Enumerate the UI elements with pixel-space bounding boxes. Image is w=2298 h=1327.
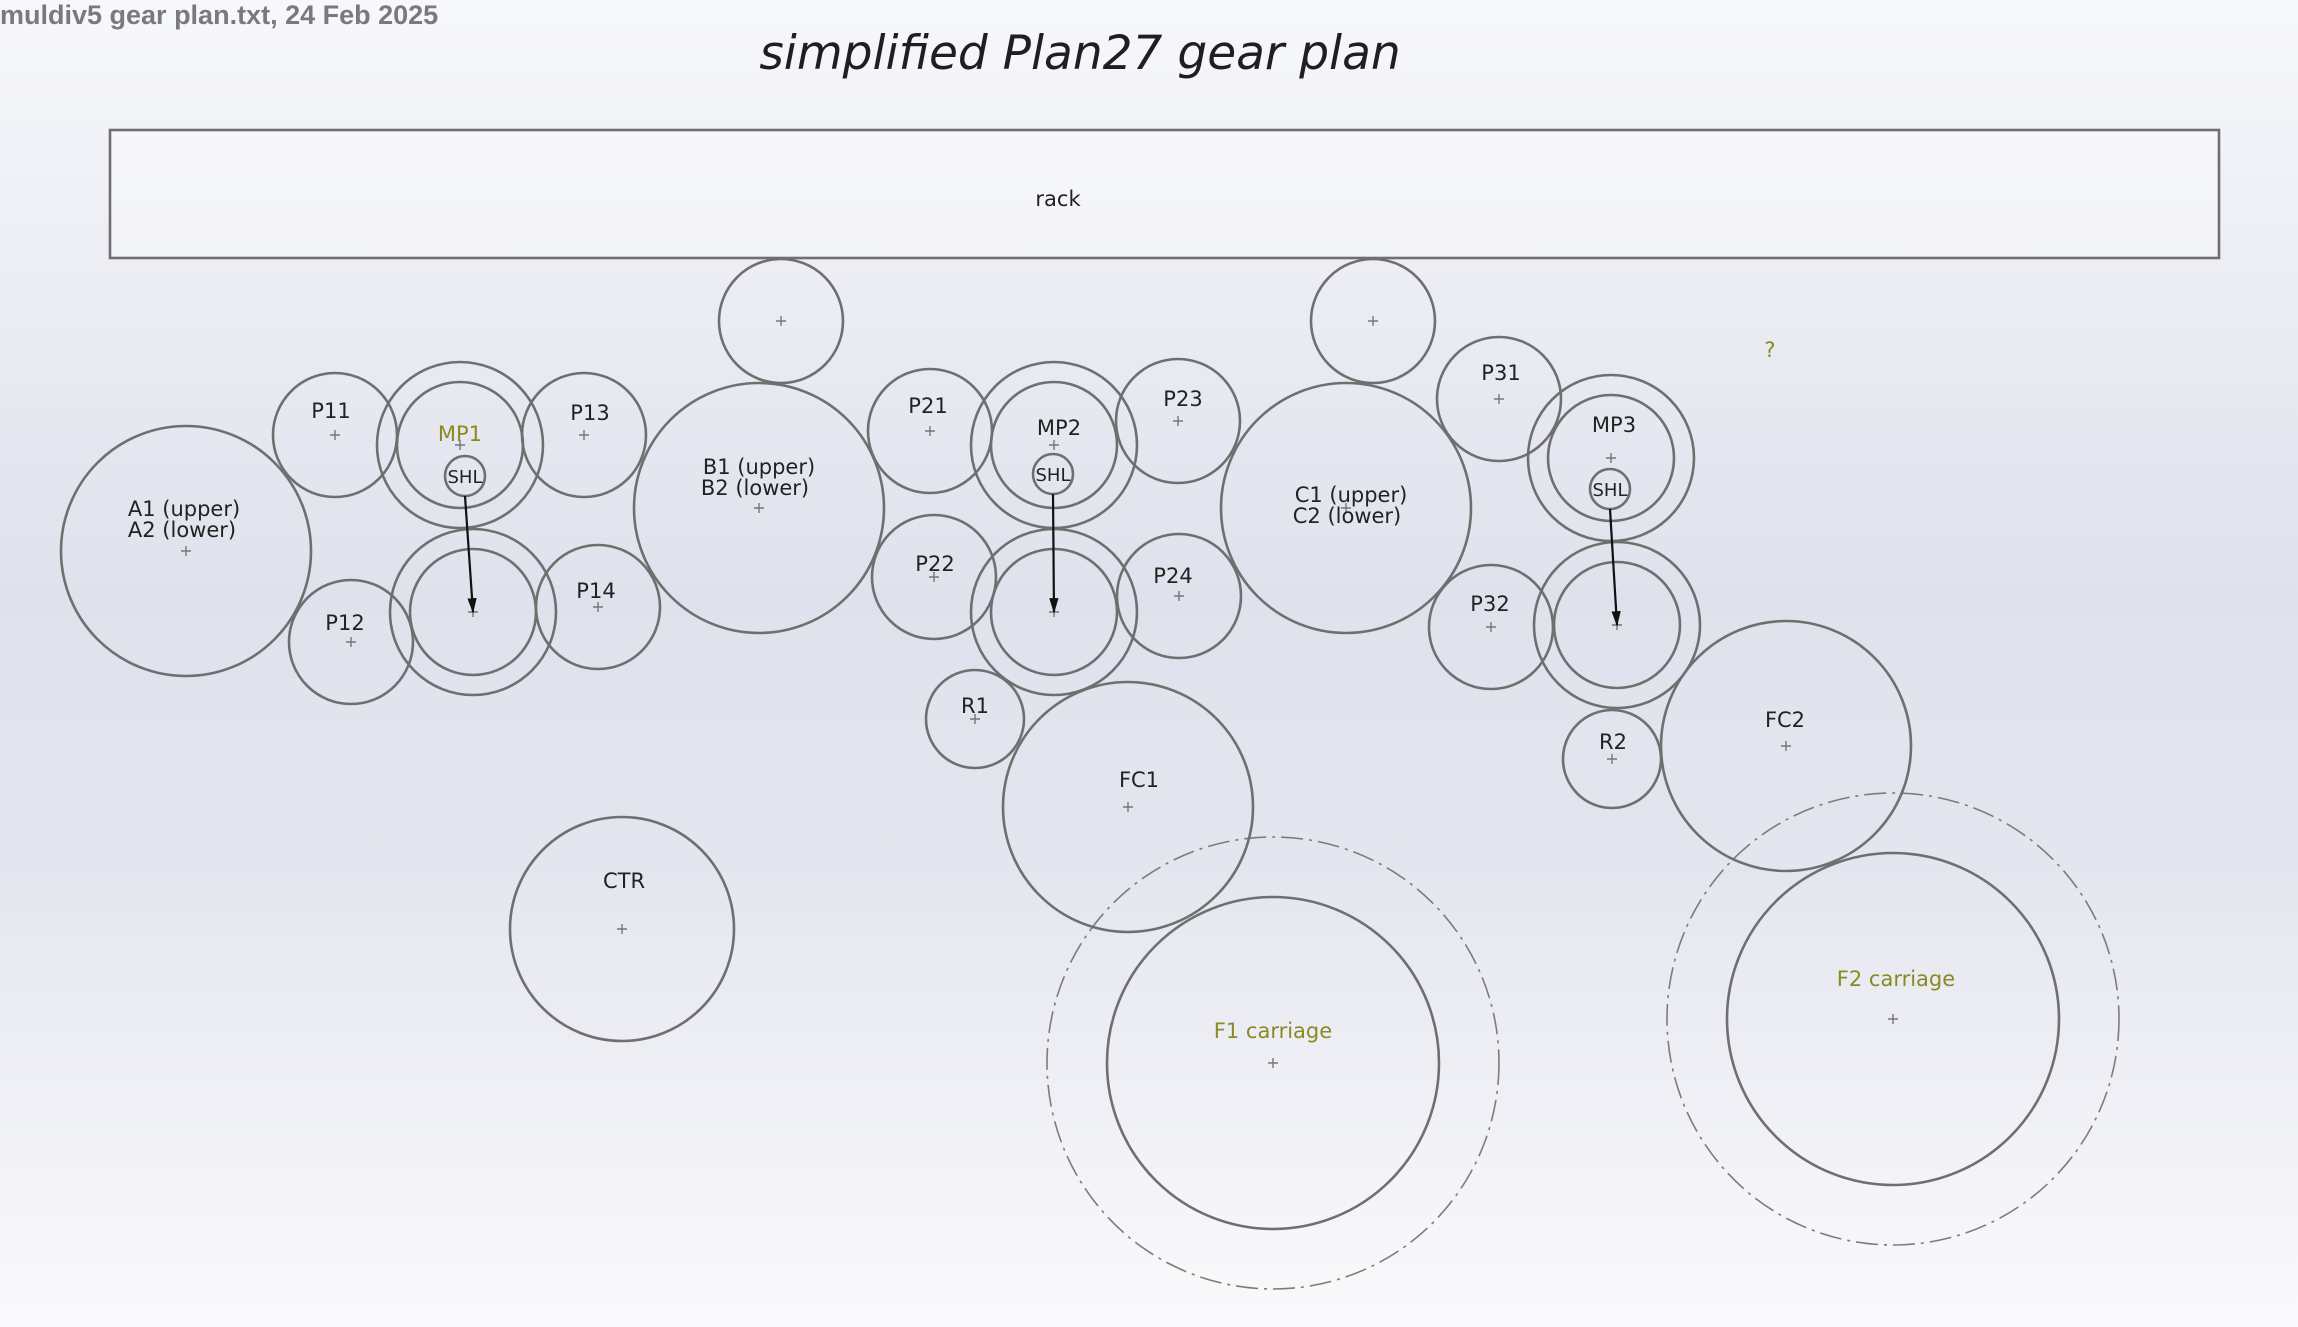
label-p12: P12 xyxy=(325,611,364,635)
gear-b1-b2 xyxy=(632,381,886,635)
question-mark: ? xyxy=(1764,338,1775,362)
label-b1: B1 (upper) xyxy=(703,455,815,479)
label-p23: P23 xyxy=(1163,387,1202,411)
label-p13: P13 xyxy=(570,401,609,425)
rack xyxy=(108,128,2221,260)
center-cross-mark xyxy=(1268,1058,1278,1068)
gear-mp3-lower-inner xyxy=(1552,560,1682,690)
label-p14: P14 xyxy=(576,579,615,603)
gear-mp1-lower-outer xyxy=(388,527,558,697)
label-p22: P22 xyxy=(915,552,954,576)
gear-mp1-lower-inner xyxy=(408,547,538,677)
label-r2: R2 xyxy=(1599,730,1627,754)
center-cross-mark xyxy=(181,546,191,556)
center-cross-mark xyxy=(593,602,603,612)
center-cross-mark xyxy=(1888,1014,1898,1024)
label-a2: A2 (lower) xyxy=(128,518,236,542)
label-p11: P11 xyxy=(311,399,350,423)
gear-p23 xyxy=(1114,357,1242,485)
center-cross-mark xyxy=(346,637,356,647)
gear-p22 xyxy=(870,513,998,641)
gear-f2-carriage xyxy=(1725,851,2061,1187)
center-cross-mark xyxy=(754,503,764,513)
label-a1: A1 (upper) xyxy=(128,497,240,521)
label-p32: P32 xyxy=(1470,592,1509,616)
file-info-header: muldiv5 gear plan.txt, 24 Feb 2025 xyxy=(0,0,439,30)
center-cross-mark xyxy=(455,440,465,450)
label-f2-carriage: F2 carriage xyxy=(1837,967,1955,991)
label-fc2: FC2 xyxy=(1765,708,1805,732)
center-cross-mark xyxy=(617,924,627,934)
center-cross-mark xyxy=(330,430,340,440)
center-cross-mark xyxy=(1494,394,1504,404)
gear-fc1 xyxy=(1001,680,1255,934)
label-p24: P24 xyxy=(1153,564,1192,588)
label-c1: C1 (upper) xyxy=(1295,483,1408,507)
center-cross-mark xyxy=(1174,591,1184,601)
center-cross-mark xyxy=(776,316,786,326)
shl2-arrow xyxy=(1049,493,1059,614)
gear-mp1-outer xyxy=(375,360,545,530)
label-shl2: SHL xyxy=(1036,465,1071,486)
gear-mp3-lower-outer xyxy=(1532,540,1702,710)
label-ctr: CTR xyxy=(603,869,645,893)
gear-a1-a2 xyxy=(59,424,313,678)
gear-r1 xyxy=(924,668,1026,770)
gear-mp1-inner xyxy=(395,380,525,510)
shl3-arrow xyxy=(1608,508,1621,627)
label-shl1: SHL xyxy=(448,467,483,488)
center-cross-mark xyxy=(1123,802,1133,812)
center-cross-mark xyxy=(1341,503,1351,513)
label-mp1: MP1 xyxy=(438,422,482,446)
label-mp3: MP3 xyxy=(1592,413,1636,437)
gear-p31 xyxy=(1435,335,1563,463)
center-cross-mark xyxy=(1607,754,1617,764)
center-cross-mark xyxy=(1368,316,1378,326)
label-r1: R1 xyxy=(961,694,989,718)
label-f1-carriage: F1 carriage xyxy=(1214,1019,1332,1043)
gear-b-top xyxy=(717,257,845,385)
f2-carriage-travel-circle xyxy=(1666,792,2120,1246)
label-fc1: FC1 xyxy=(1119,768,1159,792)
diagram-title: simplified Plan27 gear plan xyxy=(759,26,1401,81)
label-b2: B2 (lower) xyxy=(701,476,809,500)
gear-p12 xyxy=(287,578,415,706)
center-cross-mark xyxy=(1606,453,1616,463)
center-cross-mark xyxy=(925,426,935,436)
label-p31: P31 xyxy=(1481,361,1520,385)
label-c2: C2 (lower) xyxy=(1293,504,1402,528)
gear-c1-c2 xyxy=(1219,381,1473,635)
center-cross-mark xyxy=(929,572,939,582)
gear-ctr xyxy=(508,815,736,1043)
label-shl3: SHL xyxy=(1593,480,1628,501)
f1-carriage-travel-circle xyxy=(1046,836,1500,1290)
center-cross-mark xyxy=(1173,416,1183,426)
gear-c-top xyxy=(1309,257,1437,385)
center-cross-mark xyxy=(1486,622,1496,632)
label-p21: P21 xyxy=(908,394,947,418)
center-cross-mark xyxy=(1049,440,1059,450)
label-mp2: MP2 xyxy=(1037,416,1081,440)
center-cross-mark xyxy=(579,430,589,440)
center-cross-mark xyxy=(970,714,980,724)
gear-p24 xyxy=(1115,532,1243,660)
gear-fc2 xyxy=(1659,619,1913,873)
gear-f1-carriage xyxy=(1105,895,1441,1231)
center-cross-mark xyxy=(1781,741,1791,751)
shl1-arrow xyxy=(463,495,477,614)
rack-label: rack xyxy=(1035,187,1081,211)
